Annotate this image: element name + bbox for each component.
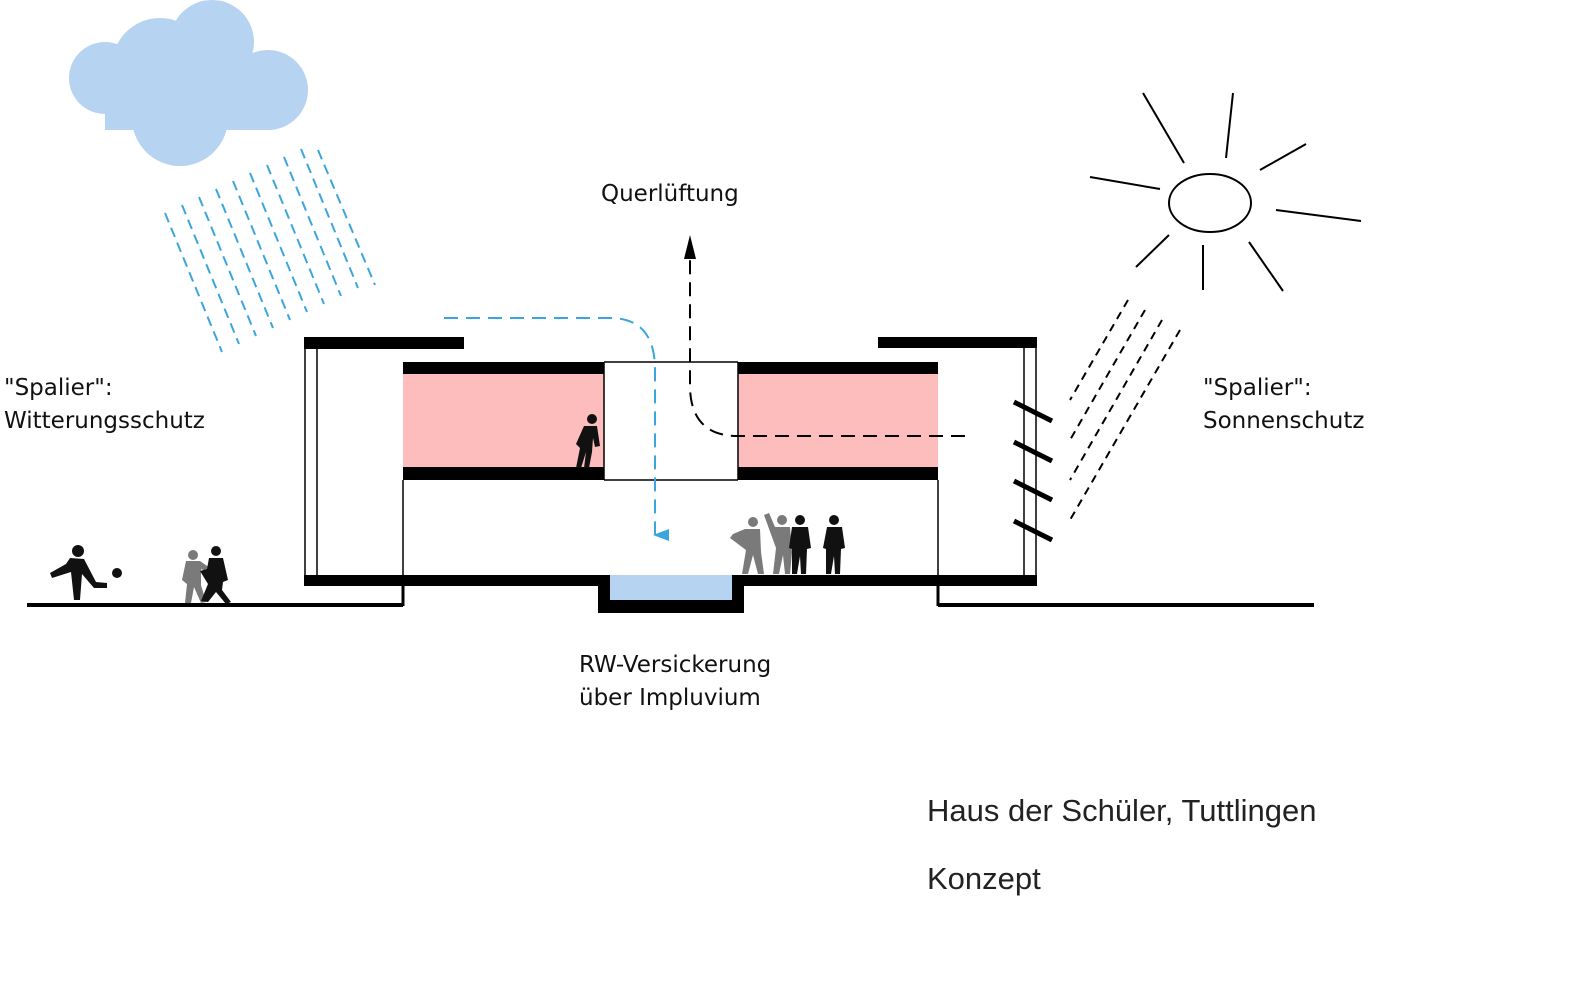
room-left <box>403 372 604 468</box>
person-icon <box>764 513 792 574</box>
person-icon <box>789 515 811 574</box>
ventilation-path <box>689 255 965 437</box>
person-icon <box>50 545 107 600</box>
label-spalier-right-title: "Spalier": <box>1203 375 1312 401</box>
label-rw-versickerung: RW-Versickerung <box>579 652 772 678</box>
rain-icon <box>164 148 376 353</box>
person-icon <box>182 550 210 603</box>
label-spalier-left-title: "Spalier": <box>4 375 113 401</box>
person-icon <box>730 517 764 574</box>
ball-icon <box>112 568 122 578</box>
arrow-up-icon <box>684 235 696 259</box>
label-spalier-left-desc: Witterungsschutz <box>4 408 205 434</box>
caption-subtitle: Konzept <box>927 861 1041 896</box>
impluvium-water <box>610 575 732 600</box>
sun-rays <box>1069 299 1181 521</box>
room-right <box>738 372 938 468</box>
building-section <box>27 337 1314 613</box>
person-icon <box>576 414 600 468</box>
label-querlueftung: Querlüftung <box>601 181 739 207</box>
sun-icon <box>1089 92 1362 292</box>
arrow-down-icon <box>444 317 669 541</box>
person-icon <box>823 515 845 574</box>
label-impluvium: über Impluvium <box>579 685 761 711</box>
caption-title: Haus der Schüler, Tuttlingen <box>927 793 1317 828</box>
person-icon <box>200 546 231 604</box>
cloud-icon <box>69 0 308 166</box>
label-spalier-right-desc: Sonnenschutz <box>1203 408 1365 434</box>
